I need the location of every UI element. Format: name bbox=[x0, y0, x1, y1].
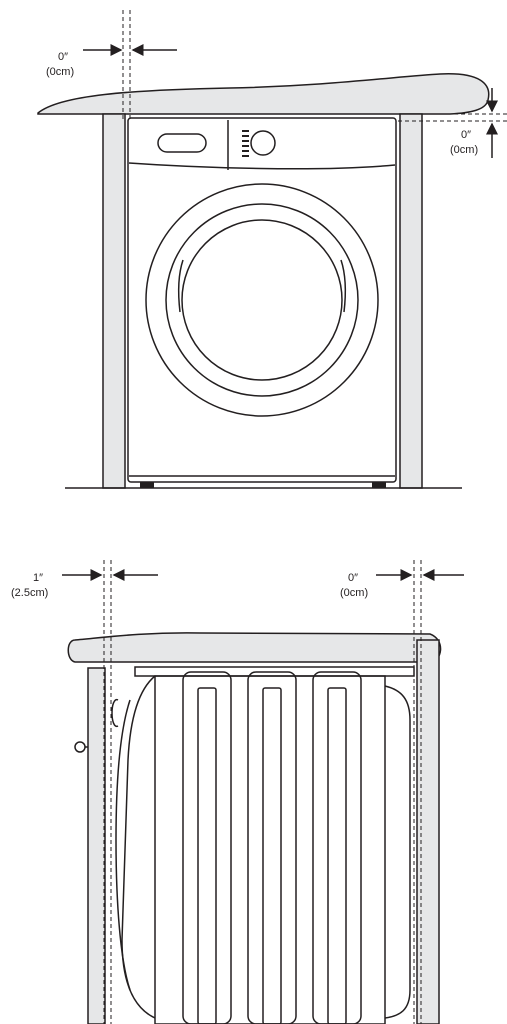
door-handle-left bbox=[178, 259, 184, 313]
rear-clearance-cm: (0cm) bbox=[340, 587, 368, 599]
cycle-knob bbox=[250, 130, 276, 156]
side-countertop bbox=[67, 632, 442, 663]
door-handle-right bbox=[340, 259, 346, 313]
rear-clearance-inch: 0″ bbox=[348, 572, 358, 584]
side-door-handle bbox=[74, 741, 86, 753]
control-panel-edge bbox=[128, 162, 396, 170]
front-clearance-cm: (2.5cm) bbox=[11, 587, 48, 599]
side-panel-3-inner bbox=[327, 687, 347, 1024]
front-right-wall bbox=[399, 113, 423, 489]
side-panel-3-outer bbox=[312, 671, 362, 1024]
side-washer-body bbox=[154, 675, 386, 1024]
front-view: 0″ (0cm) 0″ (0cm) bbox=[37, 10, 507, 489]
indicator-lights bbox=[242, 130, 249, 157]
door-middle-ring bbox=[165, 203, 359, 397]
side-panel-2-inner bbox=[262, 687, 282, 1024]
side-panel-2-outer bbox=[247, 671, 297, 1024]
washer-rear-bulge bbox=[384, 685, 411, 1019]
side-panel-1-outer bbox=[182, 671, 232, 1024]
detergent-drawer bbox=[157, 133, 207, 153]
side-panel-1-inner bbox=[197, 687, 217, 1024]
top-clearance-inch: 0″ bbox=[58, 51, 68, 63]
door-glass bbox=[181, 219, 343, 381]
front-washer-body bbox=[127, 117, 397, 483]
door-profile bbox=[121, 675, 156, 1019]
front-foot-left bbox=[140, 482, 154, 488]
front-clearance-inch: 1″ bbox=[33, 572, 43, 584]
door-outer-ring bbox=[145, 183, 379, 417]
side-front-wall bbox=[87, 667, 106, 1024]
front-left-wall bbox=[102, 113, 126, 489]
side-clearance-inch: 0″ bbox=[461, 129, 471, 141]
side-clearance-cm: (0cm) bbox=[450, 144, 478, 156]
door-profile-inner bbox=[115, 699, 131, 991]
front-foot-right bbox=[372, 482, 386, 488]
top-clearance-cm: (0cm) bbox=[46, 66, 74, 78]
front-countertop bbox=[37, 73, 490, 115]
side-knob bbox=[111, 699, 119, 727]
side-view: 1″ (2.5cm) 0″ (0cm) bbox=[11, 560, 464, 1024]
side-rear-wall bbox=[416, 639, 440, 1024]
